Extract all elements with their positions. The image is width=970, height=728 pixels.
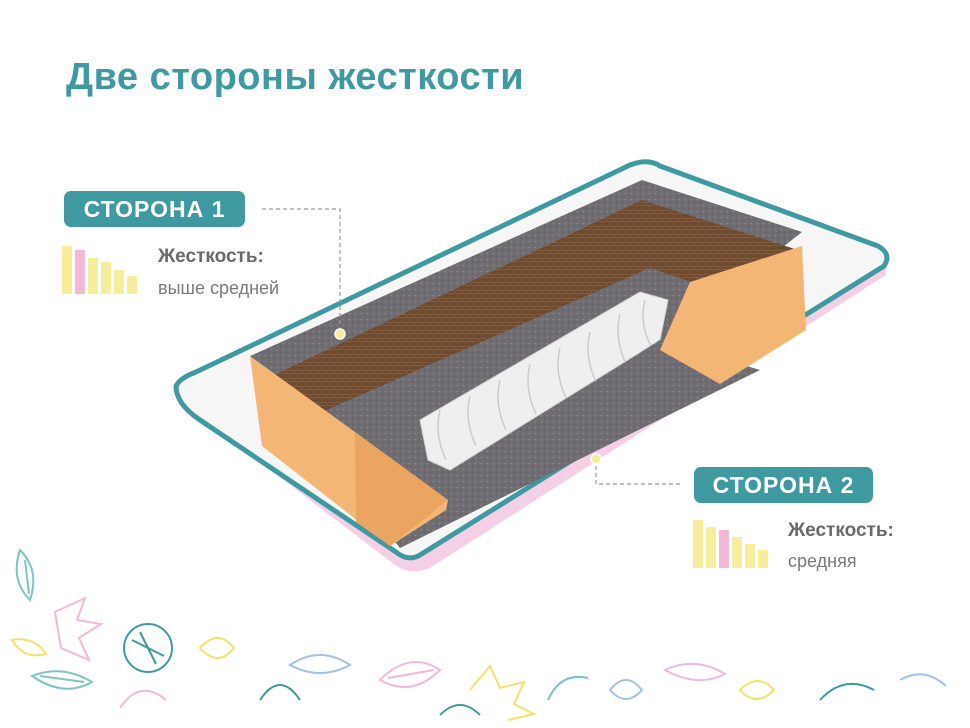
hardness-bar [127,276,137,294]
hardness-bar [693,520,703,568]
hardness-bar [88,258,98,294]
hardness-bar [732,537,742,568]
felt-layer-bottom [380,340,760,548]
hardness-bar [758,550,768,568]
callout-dot-1 [334,328,346,340]
side-2-hardness-label: Жесткость: [788,520,894,541]
callout-dot-2 [590,453,602,465]
hardness-bar [62,246,72,294]
callout-lines [262,208,680,485]
side-2-hardness-value: средняя [788,551,857,571]
hardness-bar [101,262,111,294]
side-1-badge: СТОРОНА 1 [64,191,245,227]
hardness-bar [745,544,755,568]
side-2-hardness-bars [693,520,768,568]
leaf-decor-icon [10,548,947,721]
page-title: Две стороны жесткости [66,56,525,98]
hardness-bar [114,270,124,294]
felt-layer-middle [322,268,730,430]
hardness-bar [75,250,85,294]
coir-layer [268,200,798,412]
hardness-bar [719,530,729,568]
side-1-hardness-label: Жесткость: [158,246,264,267]
side-1-hardness-bars [62,246,137,294]
side-2-badge: СТОРОНА 2 [694,467,873,503]
foam-block-right [660,246,806,384]
hardness-bar [706,527,716,568]
side-1-hardness-value: выше средней [158,278,280,298]
